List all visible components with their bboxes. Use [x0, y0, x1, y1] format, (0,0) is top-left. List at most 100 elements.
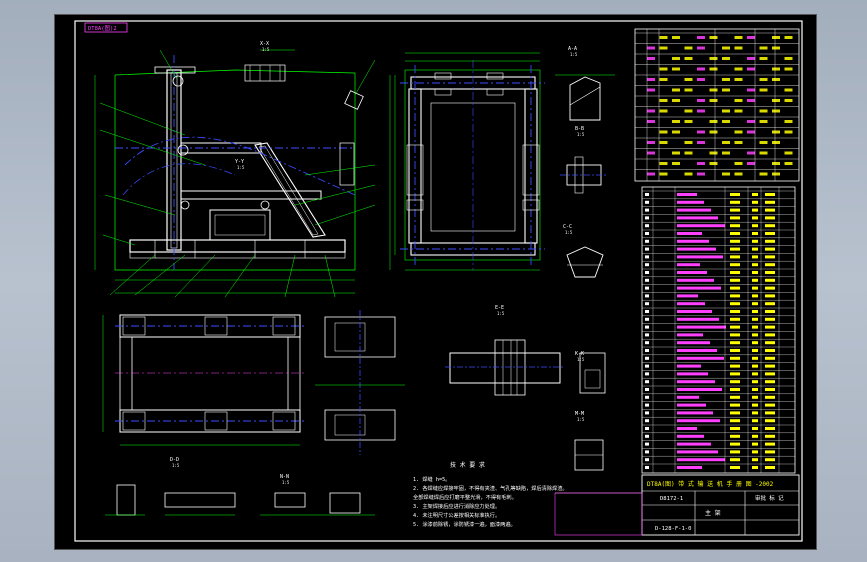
- table-cell-mark: [672, 67, 680, 71]
- table-cell-mark: [645, 317, 649, 321]
- table-cell-mark: [772, 141, 780, 144]
- table-cell-mark: [765, 263, 775, 267]
- table-cell-mark: [645, 224, 649, 228]
- table-cell-mark: [747, 88, 755, 92]
- table-cell-mark: [765, 380, 775, 384]
- section-label: X-X: [260, 41, 269, 47]
- table-cell-mark: [765, 286, 775, 290]
- table-cell-mark: [645, 263, 649, 267]
- table-cell-mark: [752, 442, 758, 446]
- table-cell-mark: [752, 341, 758, 345]
- table-cell-mark: [677, 419, 720, 423]
- table-cell-mark: [672, 99, 680, 102]
- table-cell-mark: [730, 200, 740, 204]
- table-cell-mark: [747, 130, 755, 134]
- table-cell-mark: [765, 388, 775, 391]
- parts-list-grid: [642, 187, 795, 473]
- table-cell-mark: [759, 172, 768, 176]
- table-cell-mark: [730, 294, 740, 298]
- table-cell-mark: [677, 263, 700, 267]
- cad-sheet: DT8A(图)2: [74, 20, 803, 542]
- table-cell-mark: [697, 172, 705, 176]
- table-cell-mark: [765, 458, 775, 462]
- section-label: Y-Y: [235, 159, 244, 165]
- table-cell-mark: [752, 317, 758, 321]
- section-scale: 1:5: [237, 165, 245, 170]
- table-cell-mark: [772, 162, 780, 165]
- table-cell-mark: [659, 130, 668, 134]
- front-view: [394, 52, 545, 271]
- table-cell-mark: [759, 109, 768, 113]
- section-label: E-E: [495, 305, 504, 311]
- table-cell-mark: [765, 216, 775, 220]
- table-cell-mark: [730, 247, 740, 251]
- table-cell-mark: [722, 88, 730, 92]
- section-label: M-M: [575, 411, 584, 417]
- table-cell-mark: [645, 364, 649, 368]
- table-cell-mark: [645, 216, 649, 220]
- table-cell-mark: [677, 458, 725, 462]
- table-cell-mark: [752, 333, 758, 337]
- table-cell-mark: [752, 200, 758, 204]
- bottom-details: [105, 484, 375, 516]
- table-cell-mark: [765, 395, 775, 399]
- drawing-border: [74, 20, 803, 542]
- table-cell-mark: [697, 141, 705, 144]
- table-cell-mark: [752, 395, 758, 399]
- table-cell-mark: [765, 466, 775, 469]
- table-cell-mark: [772, 99, 780, 102]
- table-cell-mark: [747, 57, 755, 60]
- table-cell-mark: [730, 310, 740, 313]
- table-cell-mark: [752, 466, 758, 469]
- table-cell-mark: [765, 364, 775, 368]
- table-cell-mark: [752, 403, 758, 407]
- drawing-canvas[interactable]: DT8A(图)2: [54, 14, 817, 550]
- table-cell-mark: [772, 130, 780, 134]
- table-cell-mark: [765, 271, 775, 274]
- table-cell-mark: [752, 372, 758, 376]
- table-cell-mark: [734, 109, 743, 113]
- table-cell-mark: [647, 46, 655, 50]
- section-label: N-N: [280, 474, 289, 480]
- table-cell-mark: [752, 411, 758, 415]
- table-cell-mark: [734, 172, 743, 176]
- table-cell-mark: [697, 162, 705, 165]
- table-cell-mark: [765, 278, 775, 282]
- table-cell-mark: [752, 349, 758, 352]
- table-cell-mark: [722, 120, 730, 123]
- table-cell-mark: [722, 172, 730, 176]
- table-cell-mark: [659, 36, 668, 39]
- table-cell-mark: [645, 193, 649, 196]
- table-cell-mark: [784, 88, 793, 92]
- table-cell-mark: [672, 162, 680, 165]
- table-cell-mark: [772, 78, 780, 81]
- table-cell-mark: [730, 333, 740, 337]
- table-cell-mark: [752, 294, 758, 298]
- table-cell-mark: [684, 151, 693, 155]
- table-cell-mark: [677, 294, 698, 298]
- table-cell-mark: [730, 458, 740, 462]
- table-cell-mark: [734, 141, 743, 144]
- table-cell-mark: [759, 57, 768, 60]
- table-cell-mark: [784, 162, 793, 165]
- table-cell-mark: [677, 333, 703, 337]
- table-cell-mark: [677, 356, 724, 360]
- table-cell-mark: [752, 286, 758, 290]
- table-cell-mark: [677, 466, 702, 469]
- table-cell-mark: [765, 255, 775, 259]
- table-cell-mark: [765, 294, 775, 298]
- table-cell-mark: [722, 151, 730, 155]
- table-cell-mark: [672, 57, 680, 60]
- table-cell-mark: [677, 388, 722, 391]
- table-cell-mark: [672, 120, 680, 123]
- table-cell-mark: [722, 78, 730, 81]
- table-cell-mark: [684, 78, 693, 81]
- table-cell-mark: [730, 278, 740, 282]
- table-cell-mark: [647, 172, 655, 176]
- table-cell-mark: [752, 427, 758, 430]
- table-cell-mark: [772, 46, 780, 50]
- table-cell-mark: [659, 46, 668, 50]
- table-cell-mark: [765, 302, 775, 306]
- table-cell-mark: [645, 411, 649, 415]
- table-cell-mark: [752, 208, 758, 212]
